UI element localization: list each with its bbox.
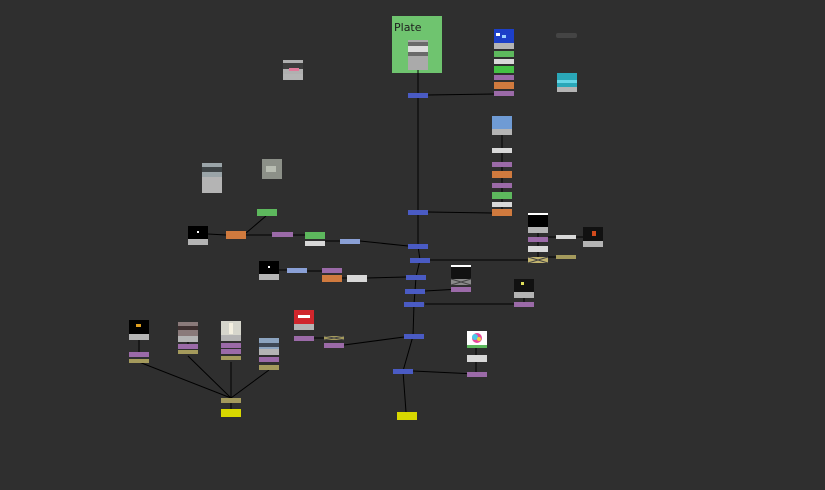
read-node-mountain[interactable] — [259, 338, 279, 355]
backdrop-plate-label: Plate — [394, 21, 422, 34]
wires — [138, 70, 592, 413]
dot-node[interactable] — [408, 93, 428, 98]
merge-node[interactable] — [178, 344, 198, 349]
switch-node[interactable] — [323, 335, 345, 341]
read-node-plate[interactable] — [408, 40, 428, 70]
read-node-color-wheel[interactable] — [467, 331, 487, 348]
dot-node[interactable] — [404, 302, 424, 307]
transform-node[interactable] — [492, 202, 512, 207]
transform-node[interactable] — [467, 355, 487, 362]
merge-node[interactable] — [324, 343, 344, 348]
read-node-fire[interactable] — [583, 227, 603, 247]
dot-node[interactable] — [408, 210, 428, 215]
grade-node[interactable] — [494, 82, 514, 89]
dot-node[interactable] — [404, 334, 424, 339]
transform-node[interactable] — [347, 275, 367, 282]
color-node[interactable] — [257, 209, 277, 216]
read-node-dark-left-2[interactable] — [259, 261, 279, 280]
grade-node[interactable] — [322, 275, 342, 282]
read-node-rocks[interactable] — [262, 159, 282, 179]
merge-node[interactable] — [221, 343, 241, 348]
blur-node[interactable] — [287, 268, 307, 273]
read-node-red-logo[interactable] — [294, 310, 314, 330]
merge-node[interactable] — [494, 91, 514, 96]
dot-node[interactable] — [406, 275, 426, 280]
dot-node[interactable] — [410, 258, 430, 263]
merge-node[interactable] — [259, 357, 279, 362]
write-node[interactable] — [397, 412, 417, 420]
switch-node[interactable] — [527, 256, 549, 264]
grade-node[interactable] — [492, 209, 512, 216]
read-node-dark-left[interactable] — [188, 226, 208, 245]
transform-node[interactable] — [556, 235, 576, 239]
merge-node[interactable] — [492, 162, 512, 167]
blur-node[interactable] — [340, 239, 360, 244]
read-node-cyan[interactable] — [557, 73, 577, 92]
color-node[interactable] — [305, 232, 325, 239]
switch-node[interactable] — [221, 356, 241, 360]
switch-node[interactable] — [178, 350, 198, 354]
merge-node[interactable] — [451, 287, 471, 292]
color-node[interactable] — [494, 66, 514, 73]
merge-node[interactable] — [492, 183, 512, 188]
read-node-landscape[interactable] — [202, 163, 222, 193]
read-node-dark-scene[interactable] — [450, 265, 472, 286]
transform-node[interactable] — [305, 241, 325, 246]
dot-node[interactable] — [405, 289, 425, 294]
merge-node[interactable] — [494, 75, 514, 80]
transform-node[interactable] — [492, 148, 512, 153]
merge-node[interactable] — [221, 349, 241, 354]
merge-node[interactable] — [322, 268, 342, 273]
read-node-sparks[interactable] — [129, 320, 149, 340]
read-node-street[interactable] — [178, 322, 198, 342]
grade-node[interactable] — [492, 171, 512, 178]
read-node-sky[interactable] — [492, 116, 512, 135]
merge-node[interactable] — [294, 336, 314, 341]
dot-node[interactable] — [393, 369, 413, 374]
read-node-figure[interactable] — [221, 321, 241, 341]
read-node-gray-tab[interactable] — [556, 33, 577, 38]
dot-node[interactable] — [408, 244, 428, 249]
switch-node[interactable] — [556, 255, 576, 259]
transform-node[interactable] — [528, 246, 548, 252]
color-node[interactable] — [492, 192, 512, 199]
merge-node[interactable] — [129, 352, 149, 357]
read-node-blue[interactable] — [494, 29, 514, 49]
merge-node[interactable] — [467, 372, 487, 377]
merge-node[interactable] — [514, 302, 534, 307]
transform-node[interactable] — [494, 59, 514, 64]
read-node-snow[interactable] — [283, 60, 303, 80]
merge-node[interactable] — [272, 232, 293, 237]
read-node-black[interactable] — [528, 213, 548, 233]
write-node[interactable] — [221, 409, 241, 417]
grade-node[interactable] — [226, 231, 246, 239]
switch-node[interactable] — [221, 398, 241, 403]
read-node-dark-flare[interactable] — [514, 279, 534, 298]
switch-node[interactable] — [129, 359, 149, 363]
color-node[interactable] — [494, 51, 514, 57]
switch-node[interactable] — [259, 365, 279, 370]
merge-node[interactable] — [528, 237, 548, 242]
